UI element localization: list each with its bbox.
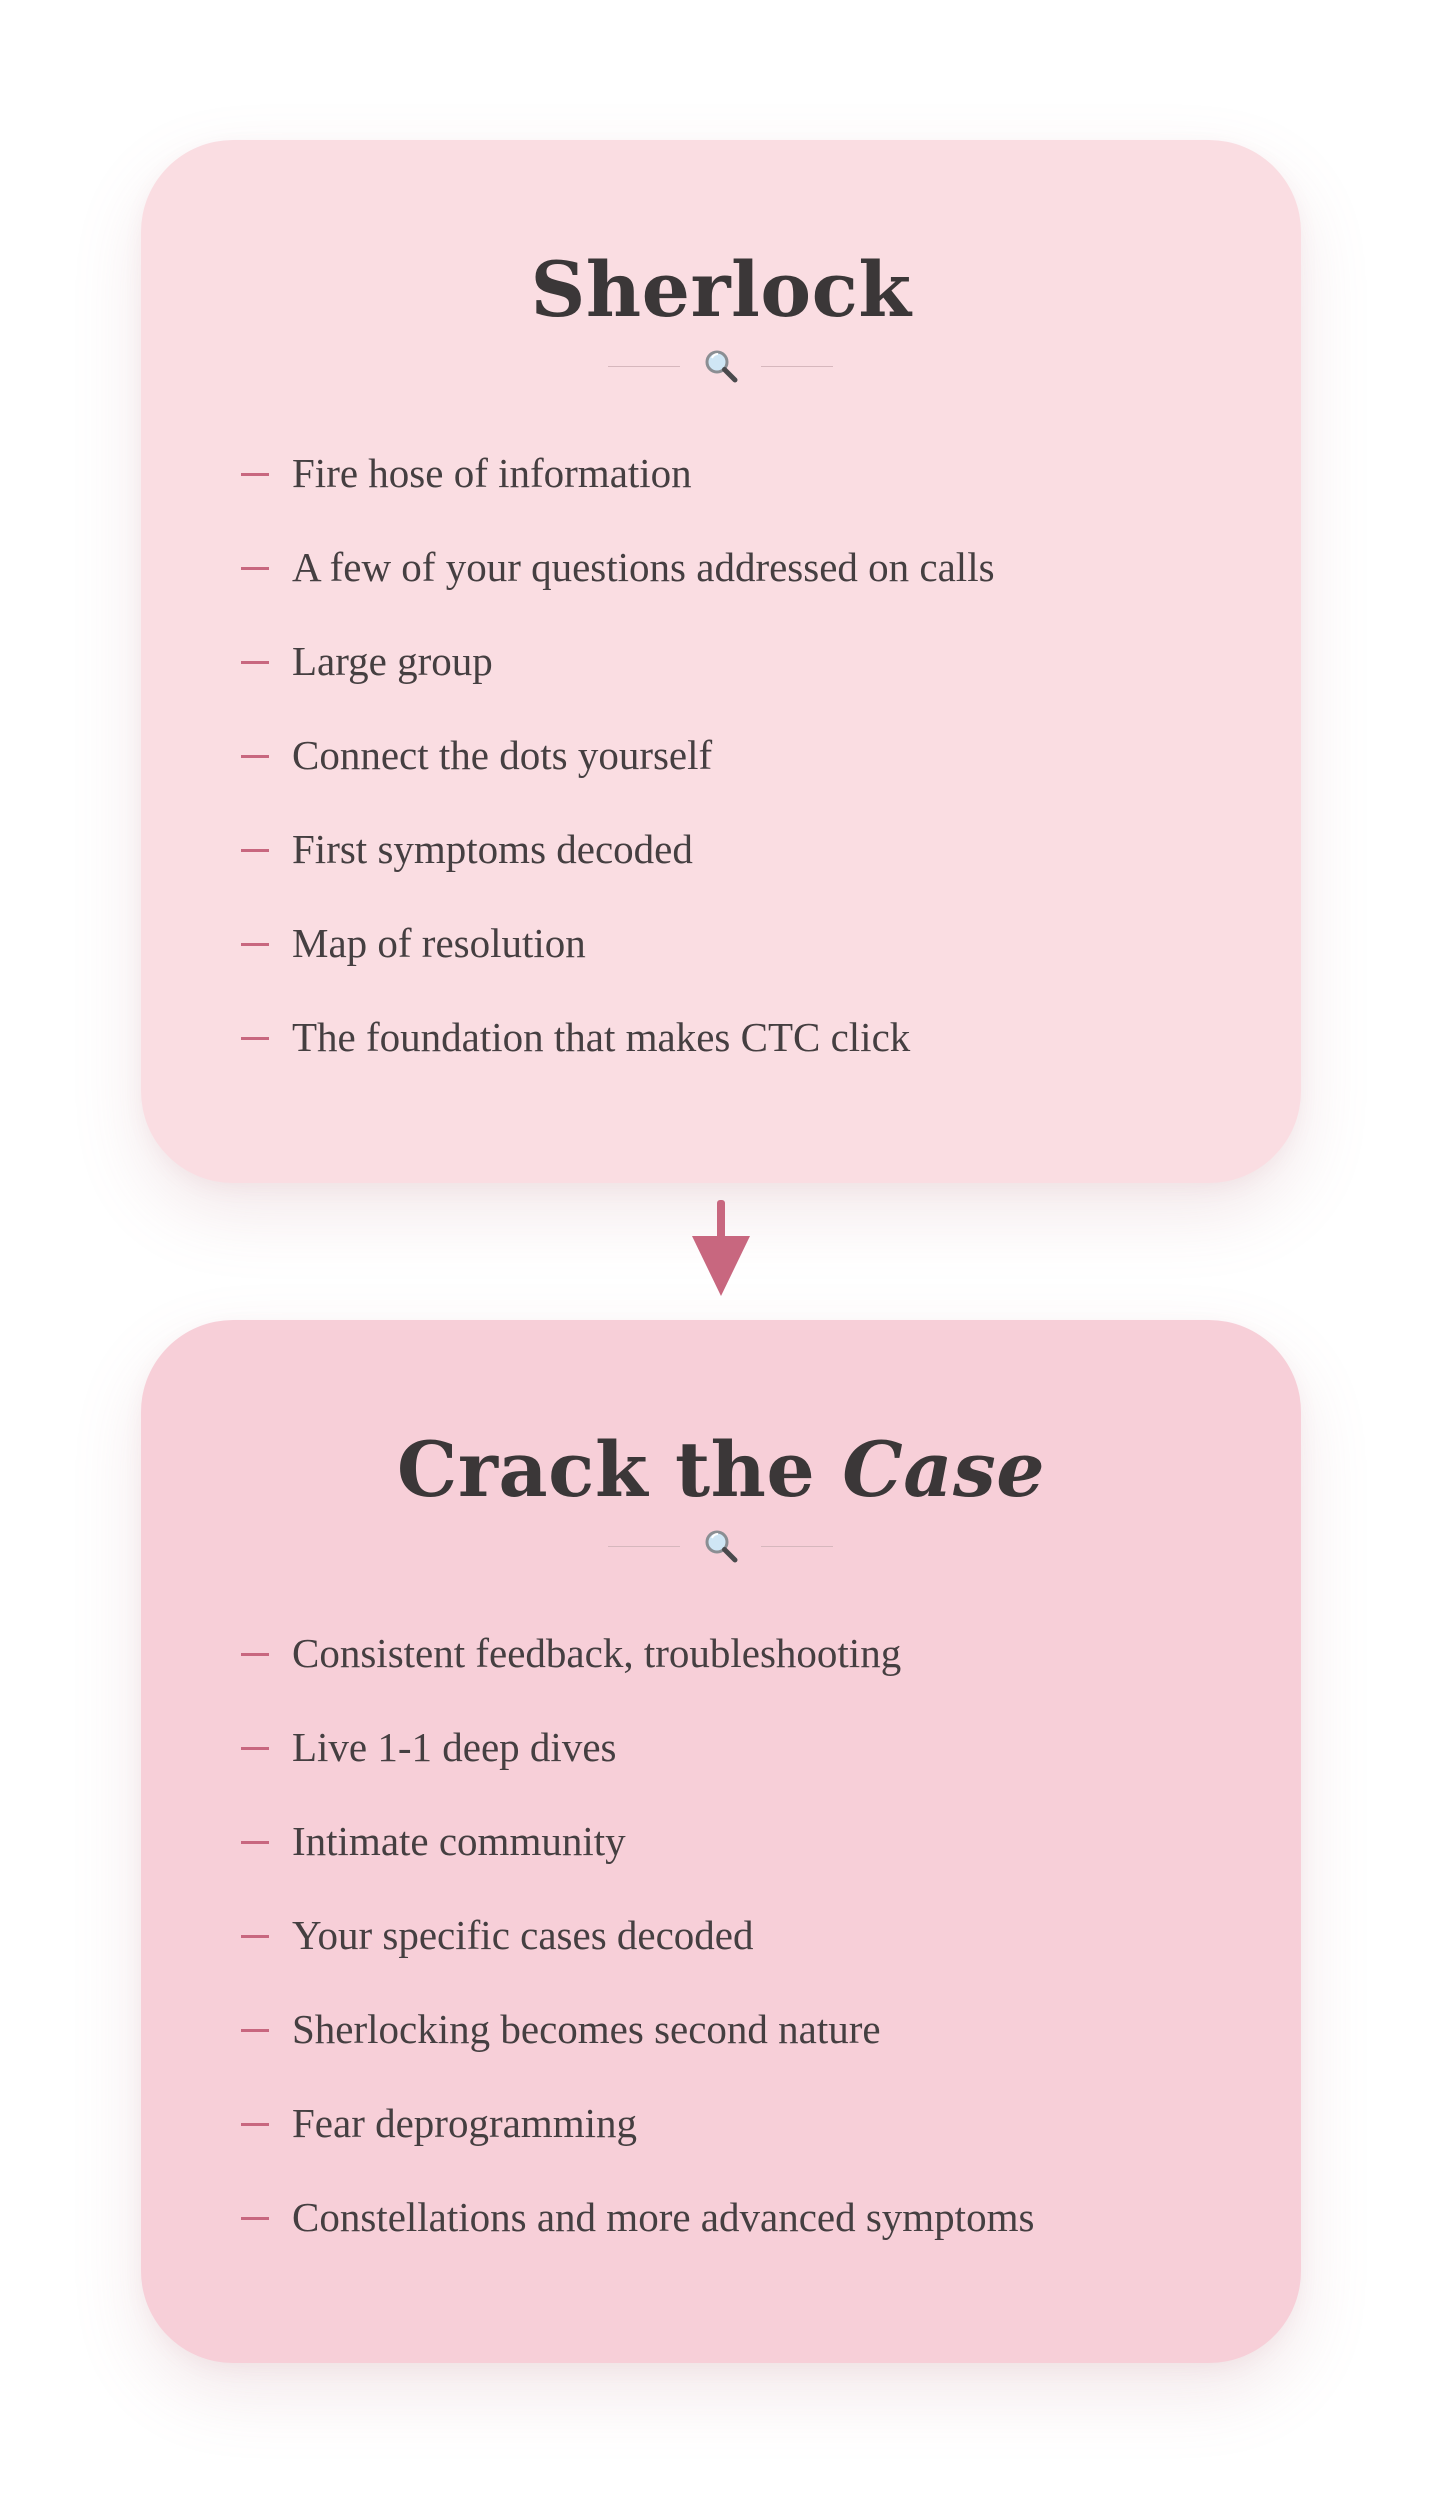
arrow-down-icon xyxy=(692,1200,750,1296)
dash-bullet xyxy=(241,567,269,570)
dash-bullet xyxy=(241,2217,269,2220)
dash-bullet xyxy=(241,2123,269,2126)
magnifying-glass-icon xyxy=(705,350,738,383)
divider-line-left xyxy=(608,366,680,367)
dash-bullet xyxy=(241,1037,269,1040)
title-divider xyxy=(141,1528,1301,1564)
dash-bullet xyxy=(241,849,269,852)
sherlock-title: Sherlock xyxy=(530,245,912,334)
divider-line-right xyxy=(761,1546,833,1547)
magnifying-glass-icon xyxy=(705,1530,738,1563)
dash-bullet xyxy=(241,1841,269,1844)
dash-bullet xyxy=(241,1935,269,1938)
divider-line-left xyxy=(608,1546,680,1547)
sherlock-card: Sherlock Fire hose of information A few … xyxy=(141,140,1301,1183)
title-part-plain: Crack the xyxy=(396,1425,843,1514)
dash-bullet xyxy=(241,943,269,946)
divider-line-right xyxy=(761,366,833,367)
crack-the-case-title: Crack the Case xyxy=(141,1425,1301,1515)
dash-bullet xyxy=(241,1653,269,1656)
dash-bullet xyxy=(241,755,269,758)
dash-bullet xyxy=(241,661,269,664)
dash-bullet xyxy=(241,1747,269,1750)
dash-bullet xyxy=(241,2029,269,2032)
title-divider xyxy=(141,348,1301,384)
dash-bullet xyxy=(241,473,269,476)
title-part-italic: Case xyxy=(842,1425,1046,1514)
crack-the-case-card: Crack the Case Consistent feedback, trou… xyxy=(141,1320,1301,2363)
